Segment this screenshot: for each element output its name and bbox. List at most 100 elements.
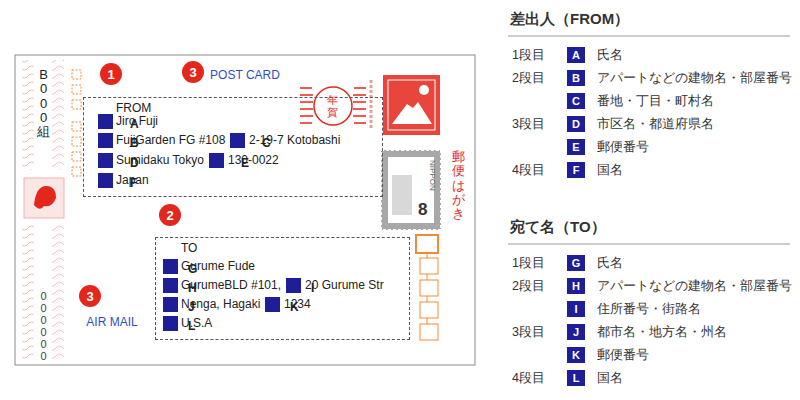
stamp-face: [388, 157, 434, 223]
letter-badge: K: [265, 297, 280, 312]
letter-badge: H: [163, 278, 178, 293]
legend-letter-badge: D: [567, 116, 585, 132]
stamp-picture: [392, 175, 412, 215]
lottery-number: 000000: [38, 290, 49, 363]
table-cell: アパートなどの建物名・部屋番号: [597, 278, 792, 294]
badge-letter: C: [572, 96, 580, 107]
heading-rule: [508, 36, 790, 37]
badge-letter: J: [573, 327, 579, 338]
badge-letter: J: [188, 300, 195, 315]
postmark-circle: [314, 87, 352, 125]
table-cell: 氏名: [597, 255, 623, 271]
table-cell: 番地・丁目・町村名: [597, 93, 714, 109]
postcard-outline: [15, 55, 475, 365]
postcard-title: 郵便はがき: [452, 150, 465, 221]
postal-box: [72, 137, 81, 146]
pink-band: [52, 60, 64, 170]
legend-letter-badge: H: [567, 278, 585, 294]
recipient-address-box: TOGurume FudeGurumeBLD #101,20 Gurume St…: [155, 237, 410, 340]
callout-number: 2: [159, 204, 181, 226]
letter-badge: G: [163, 259, 178, 274]
letter-badge: L: [163, 316, 178, 331]
postal-box: [420, 302, 438, 318]
letter-badge: I: [286, 278, 301, 293]
badge-letter: H: [188, 281, 197, 296]
stamp-value: 8: [418, 200, 427, 220]
badge-letter: K: [572, 350, 580, 361]
table-cell: アパートなどの建物名・部屋番号: [597, 70, 792, 86]
printed-stamp: [371, 75, 440, 135]
pink-band: [52, 225, 64, 360]
heading-rule: [508, 244, 790, 245]
badge-letter: B: [572, 73, 580, 84]
table-cell: 3段目: [512, 116, 545, 132]
legend-letter-badge: B: [567, 70, 585, 86]
lottery-panel: [24, 178, 64, 218]
table-cell: 郵便番号: [597, 347, 649, 363]
badge-letter: B: [130, 136, 139, 151]
stamp-ground: [383, 75, 440, 135]
table-cell: 4段目: [512, 162, 545, 178]
table-cell: 住所番号・街路名: [597, 301, 701, 317]
badge-letter: F: [130, 176, 137, 191]
badge-letter: I: [311, 281, 314, 296]
sun: [419, 85, 429, 95]
stamp-side-mark: [370, 80, 373, 130]
letter-badge: A: [98, 114, 113, 129]
pink-band: [22, 60, 34, 170]
table-cell: 2段目: [512, 278, 545, 294]
table-cell: 氏名: [597, 47, 623, 63]
badge-letter: C: [262, 136, 271, 151]
table-cell: 1段目: [512, 47, 545, 63]
badge-letter: G: [572, 258, 581, 269]
box-heading: FROM: [116, 101, 151, 116]
box-heading: TO: [181, 241, 197, 256]
badge-letter: 2: [166, 209, 173, 222]
badge-letter: I: [574, 304, 577, 315]
table-cell: 国名: [597, 370, 623, 386]
postal-box: [420, 324, 438, 340]
letter-badge: C: [230, 133, 245, 148]
legend-letter-badge: I: [567, 301, 585, 317]
mark-text: POST CARD: [210, 69, 280, 81]
sender-address-box: FROMJiro FujiFujiGarden FG #1082-19-7 Ko…: [83, 97, 383, 197]
letter-badge: F: [98, 173, 113, 188]
recipient-postal-boxes: [416, 235, 438, 340]
table-cell: 国名: [597, 162, 623, 178]
badge-letter: E: [572, 142, 579, 153]
badge-letter: D: [130, 156, 139, 171]
lottery-logo: [34, 186, 56, 209]
sender-postal-boxes: [72, 70, 81, 176]
address-line: U.S.A: [181, 316, 212, 331]
address-line: 20 Gurume Str: [305, 278, 384, 293]
callout-number: 3: [79, 285, 101, 307]
stamp-country: NIPPON: [427, 160, 437, 191]
stamp-frame: [388, 80, 435, 130]
mount-fuji: [392, 102, 432, 124]
pink-band: [22, 225, 34, 360]
badge-letter: G: [188, 262, 197, 277]
postcard-mark-box: POST CARD: [204, 63, 286, 86]
badge-letter: 1: [107, 68, 114, 81]
badge-letter: H: [572, 281, 580, 292]
table-cell: 郵便番号: [597, 139, 649, 155]
callout-number: 1: [100, 63, 122, 85]
lottery-group-number: B000組: [37, 68, 50, 139]
badge-letter: L: [188, 319, 195, 334]
legend-letter-badge: K: [567, 347, 585, 363]
legend-letter-badge: F: [567, 162, 585, 178]
stamp-perforation: [381, 150, 441, 230]
table-cell: 都市名・地方名・州名: [597, 324, 727, 340]
table-cell: 4段目: [512, 370, 545, 386]
table-cell: 2段目: [512, 70, 545, 86]
badge-letter: K: [290, 300, 299, 315]
postal-box: [72, 152, 81, 161]
postmark-text: 年賀: [327, 94, 338, 118]
postal-box: [72, 167, 81, 176]
letter-badge: D: [98, 153, 113, 168]
table-cell: 3段目: [512, 324, 545, 340]
badge-letter: D: [572, 119, 580, 130]
letter-badge: E: [209, 153, 224, 168]
postmark: [300, 87, 366, 125]
